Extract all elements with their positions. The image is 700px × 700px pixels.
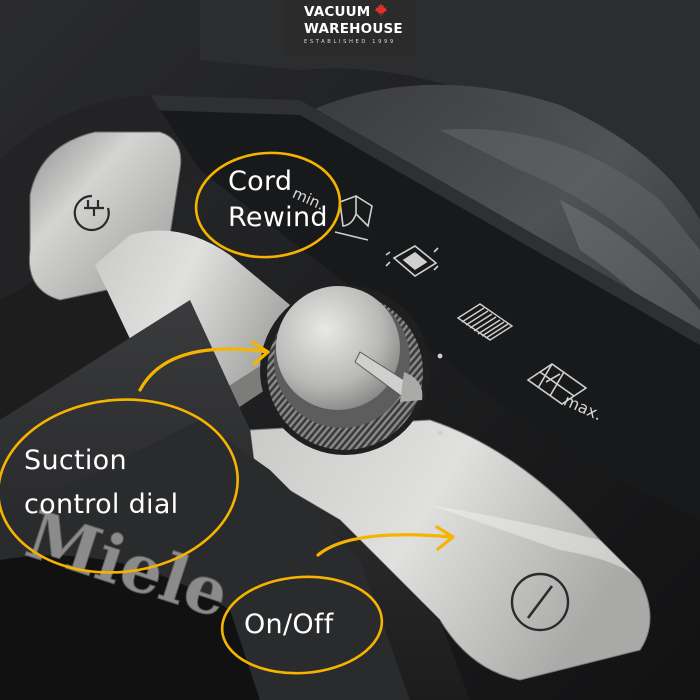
logo-line-2: WAREHOUSE	[304, 21, 403, 37]
on-off-highlight	[220, 575, 384, 675]
cord-rewind-callout-line1: Cord	[228, 166, 293, 197]
cord-rewind-callout: Cord Rewind	[228, 165, 328, 235]
logo-line-1: VACUUM	[304, 4, 371, 20]
suction-control-dial[interactable]	[260, 285, 430, 455]
on-off-arrow	[316, 533, 454, 557]
curtain-setting-icon	[334, 194, 373, 241]
arrows	[138, 340, 455, 557]
highlight-rings	[0, 151, 384, 675]
hard-floor-setting-icon	[526, 363, 588, 405]
power-icon[interactable]	[510, 572, 570, 632]
carpet-setting-icon	[456, 303, 514, 341]
rug-setting-icon	[385, 245, 439, 277]
cord-rewind-highlight	[194, 151, 342, 259]
vacuum-warehouse-logo: VACUUM WAREHOUSE ESTABLISHED 1999	[282, 0, 416, 56]
suction-arrow	[138, 347, 270, 392]
suction-dial-callout-line2: control dial	[24, 489, 179, 520]
on-off-callout: On/Off	[244, 609, 334, 640]
suction-dial-highlight	[0, 398, 239, 574]
suction-dial-callout-line1: Suction	[24, 445, 127, 476]
logo-tagline: ESTABLISHED 1999	[304, 39, 396, 45]
cord-rewind-callout-line2: Rewind	[228, 202, 328, 233]
cord-rewind-icon	[73, 194, 110, 232]
suction-dial-callout: Suction control dial	[24, 444, 178, 522]
maple-leaf-icon	[374, 3, 388, 17]
